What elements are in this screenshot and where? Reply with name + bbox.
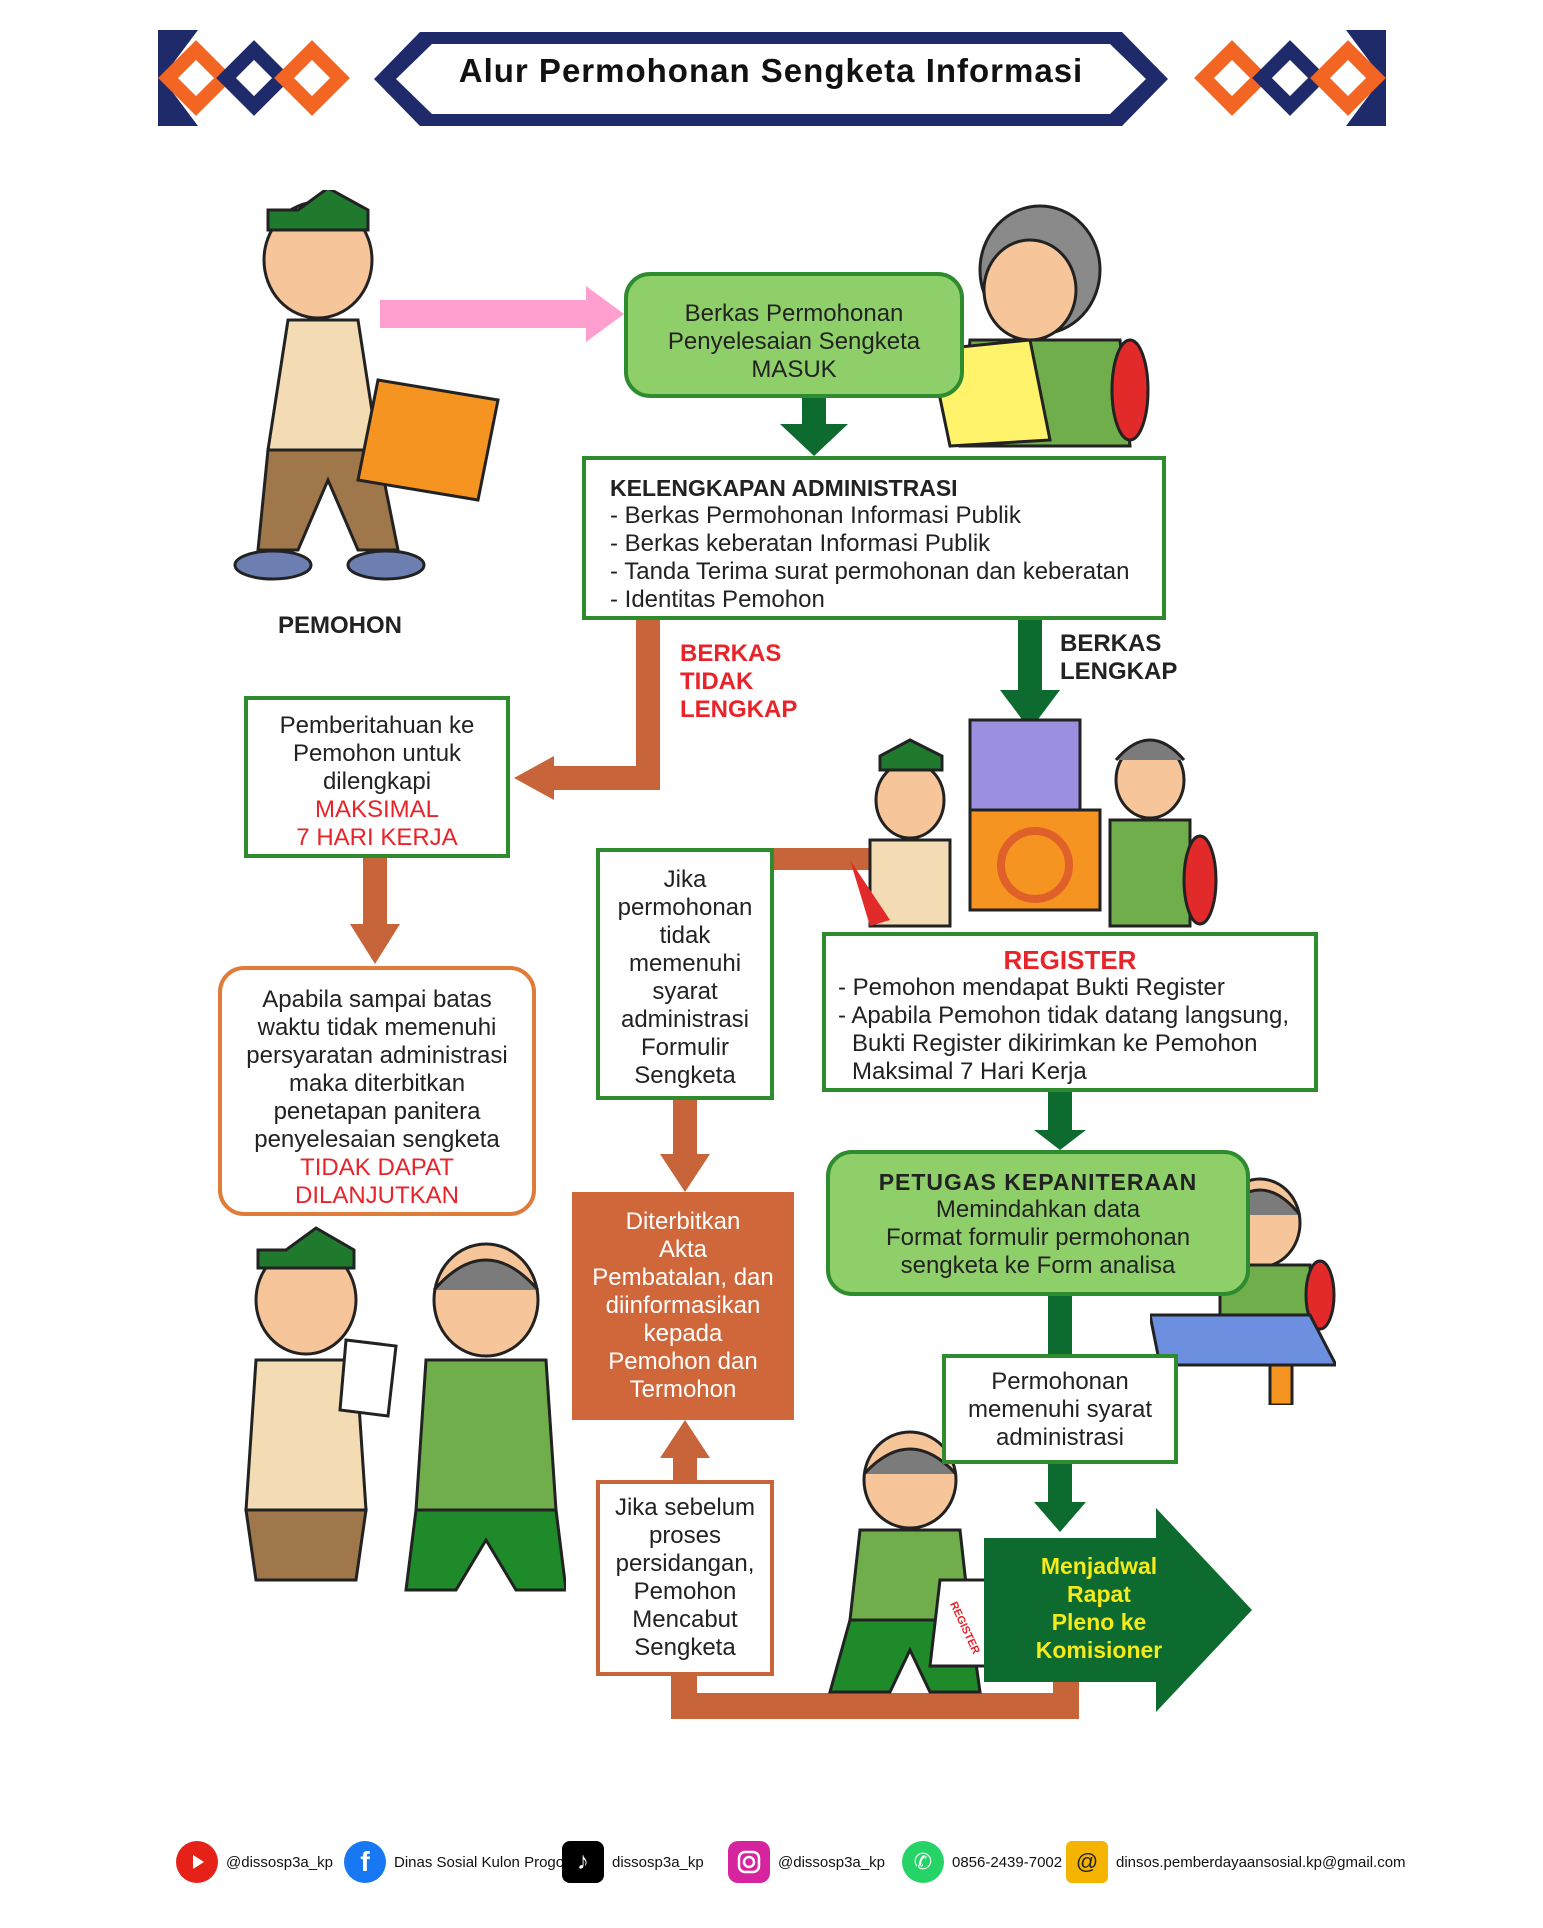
footer-email-text: dinsos.pemberdayaansosial.kp@gmail.com (1116, 1853, 1406, 1871)
facebook-icon: f (344, 1841, 386, 1883)
pemohon-character-illustration (233, 190, 500, 581)
page-title: Alur Permohonan Sengketa Informasi (458, 52, 1084, 89)
header-ornament-left (158, 30, 350, 126)
handshake-illustration (244, 1226, 566, 1592)
footer-facebook-text: Dinas Sosial Kulon Progo (394, 1853, 565, 1871)
header-banner (374, 32, 1168, 126)
footer-instagram-text: @dissosp3a_kp (778, 1853, 885, 1871)
arrow-masuk-to-kelengkapan (780, 398, 848, 456)
jika-tidak-memenuhi-box: Jika permohonan tidak memenuhi syarat ad… (596, 848, 774, 1100)
register-box: REGISTER - Pemohon mendapat Bukti Regist… (822, 932, 1318, 1092)
petugas-desk-illustration (1150, 1177, 1336, 1405)
berkas-masuk-box: Berkas Permohonan Penyelesaian Sengketa … (624, 272, 964, 398)
register-desk-illustration (850, 718, 1218, 928)
footer-instagram[interactable]: @dissosp3a_kp (728, 1838, 885, 1886)
footer-facebook[interactable]: f Dinas Sosial Kulon Progo (344, 1838, 564, 1886)
footer-email[interactable]: @ dinsos.pemberdayaansosial.kp@gmail.com (1066, 1838, 1406, 1886)
instagram-icon (728, 1841, 770, 1883)
footer-whatsapp[interactable]: ✆ 0856-2439-7002 (902, 1838, 1062, 1886)
youtube-icon (176, 1841, 218, 1883)
footer-tiktok[interactable]: ♪ dissosp3a_kp (562, 1838, 704, 1886)
arrow-pemohon-to-berkas (380, 286, 624, 342)
menjadwal-arrow-shape (984, 1508, 1252, 1712)
tiktok-icon: ♪ (562, 1841, 604, 1883)
footer-whatsapp-text: 0856-2439-7002 (952, 1853, 1063, 1871)
footer-youtube[interactable]: @dissosp3a_kp (176, 1838, 333, 1886)
footer-youtube-text: @dissosp3a_kp (226, 1853, 333, 1871)
pemohon-label: PEMOHON (278, 612, 403, 639)
walking-petugas-illustration (828, 1430, 1002, 1694)
whatsapp-icon: ✆ (902, 1841, 944, 1883)
jika-sebelum-box: Jika sebelum proses persidangan, Pemohon… (596, 1480, 774, 1676)
email-icon: @ (1066, 1841, 1108, 1883)
menjadwal-rapat-label: Menjadwal Rapat Pleno ke Komisioner (1035, 1553, 1163, 1663)
arrow-tidak-lengkap (548, 620, 660, 790)
pemberitahuan-box: Pemberitahuan ke Pemohon untuk dilengkap… (244, 696, 510, 858)
berkas-tidak-lengkap-label: BERKAS TIDAK LENGKAP (680, 640, 798, 723)
berkas-lengkap-label: BERKAS LENGKAP (1060, 630, 1178, 685)
memenuhi-syarat-box: Permohonan memenuhi syarat administrasi (942, 1354, 1178, 1464)
kelengkapan-administrasi-box: KELENGKAPAN ADMINISTRASI - Berkas Permoh… (582, 456, 1166, 620)
diterbitkan-akta-box: Diterbitkan Akta Pembatalan, dan diinfor… (572, 1192, 794, 1420)
header-ornament-right (1194, 30, 1386, 126)
footer-tiktok-text: dissosp3a_kp (612, 1853, 704, 1871)
apabila-box: Apabila sampai batas waktu tidak memenuh… (218, 966, 536, 1216)
petugas-kepaniteraan-box: PETUGAS KEPANITERAAN Memindahkan data Fo… (826, 1150, 1250, 1296)
